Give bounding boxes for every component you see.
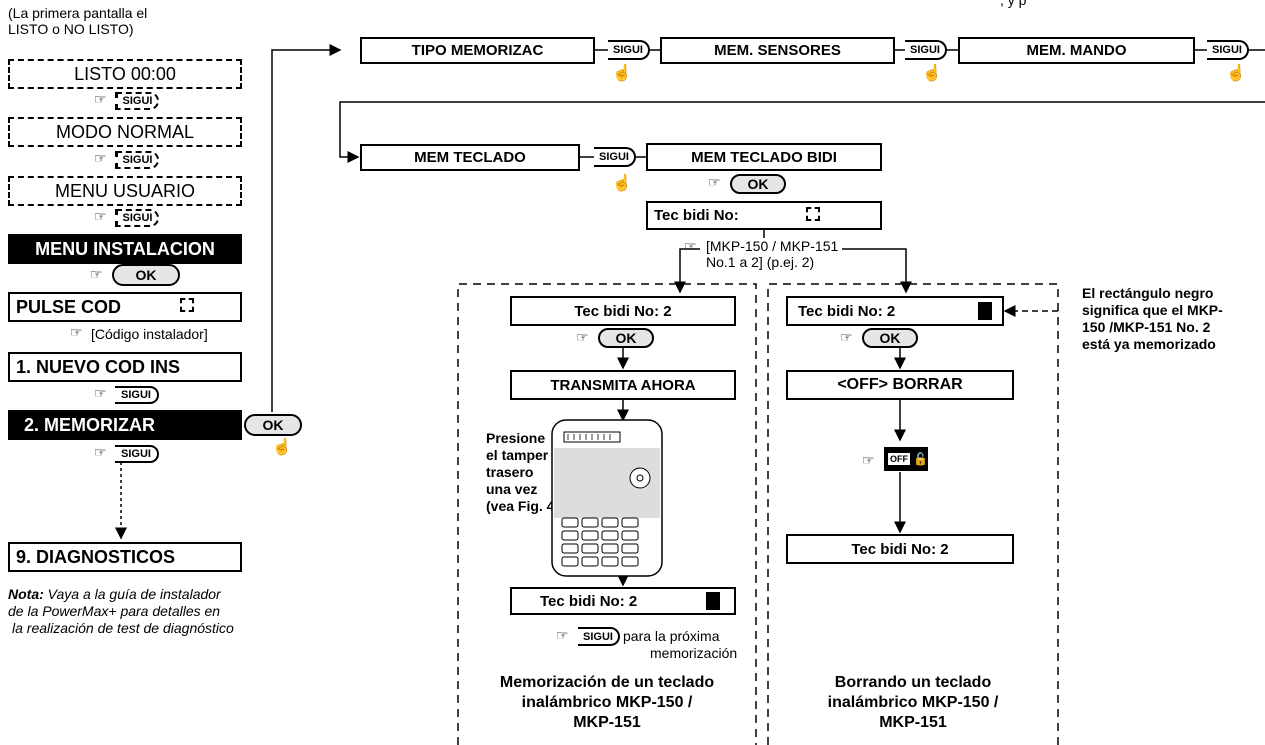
next-key[interactable]: SIGUI <box>115 151 159 169</box>
mem-teclado-box: MEM TECLADO <box>360 144 580 171</box>
side-note-line2: significa que el MKP- <box>1082 302 1223 318</box>
left-caption-line2: inalámbrico MKP-150 / <box>521 694 693 711</box>
tec-bidi-empty-box: Tec bidi No: <box>646 201 882 230</box>
branch-label-line2: No.1 a 2] (p.ej. 2) <box>706 254 815 270</box>
hand-pointer-icon: ☞ <box>684 238 697 254</box>
tec-bidi-box: Tec bidi No: 2 <box>510 296 736 326</box>
press-finger-icon: ☝ <box>612 175 632 192</box>
press-finger-icon: ☝ <box>272 439 292 456</box>
branch-label-line1: [MKP-150 / MKP-151 <box>706 238 839 254</box>
listo-display: LISTO 00:00 <box>8 59 242 89</box>
side-note-line3: 150 /MKP-151 No. 2 <box>1082 319 1211 335</box>
press-finger-icon: ☝ <box>1226 65 1246 82</box>
keypad-illustration <box>551 419 663 577</box>
tec-bidi-done-box: Tec bidi No: 2 <box>510 587 736 615</box>
next-key[interactable]: SIGUI <box>115 92 159 110</box>
next-text-line1: para la próxima <box>623 628 720 644</box>
memorized-indicator <box>706 592 720 610</box>
codigo-instalador-label: [Código instalador] <box>91 326 208 342</box>
mem-sensores-box: MEM. SENSORES <box>660 37 895 64</box>
hand-pointer-icon: ☞ <box>94 150 107 166</box>
tipo-memorizac-box: TIPO MEMORIZAC <box>360 37 595 64</box>
mem-mando-box: MEM. MANDO <box>958 37 1195 64</box>
transmita-ahora-box: TRANSMITA AHORA <box>510 370 736 400</box>
hand-pointer-icon: ☞ <box>708 174 721 190</box>
borrar-box: <OFF> BORRAR <box>786 370 1014 400</box>
side-note-line4: está ya memorizado <box>1082 336 1216 352</box>
hand-pointer-icon: ☞ <box>576 329 589 345</box>
press-text-line1: Presione <box>486 430 546 446</box>
intro-text-line2: LISTO o NO LISTO) <box>8 21 134 37</box>
note-line2: de la PowerMax+ para detalles en <box>8 603 221 619</box>
hand-pointer-icon: ☞ <box>556 627 569 643</box>
modo-normal-display: MODO NORMAL <box>8 117 242 147</box>
pulse-cod-label: PULSE COD <box>16 296 122 317</box>
memorized-indicator <box>978 302 992 320</box>
off-key-label: OFF <box>888 453 910 465</box>
next-key[interactable]: SIGUI <box>608 40 650 60</box>
intro-text-line1: (La primera pantalla el <box>8 5 148 21</box>
next-key[interactable]: SIGUI <box>578 627 620 646</box>
memorizar-display: 2. MEMORIZAR <box>8 410 242 440</box>
diagnosticos-display: 9. DIAGNOSTICOS <box>8 542 242 572</box>
ok-key[interactable]: OK <box>598 328 654 348</box>
pulse-cod-display: PULSE COD <box>8 292 242 322</box>
ok-key[interactable]: OK <box>862 328 918 348</box>
press-text-line2: el tamper <box>486 447 549 463</box>
next-key[interactable]: SIGUI <box>905 40 947 60</box>
left-caption-line3: MKP-151 <box>573 714 641 731</box>
next-key[interactable]: SIGUI <box>115 386 159 404</box>
cursor-placeholder-icon <box>806 207 820 221</box>
cut-top-text: , y p <box>1000 0 1027 8</box>
press-finger-icon: ☝ <box>612 65 632 82</box>
tec-bidi-right-box: Tec bidi No: 2 <box>786 296 1004 326</box>
hand-pointer-icon: ☞ <box>94 444 107 460</box>
hand-pointer-icon: ☞ <box>94 208 107 224</box>
press-text-line5: (vea Fig. 4) <box>486 498 560 514</box>
unlock-icon: 🔓 <box>913 452 928 466</box>
ok-key[interactable]: OK <box>244 414 302 436</box>
ok-key[interactable]: OK <box>112 264 180 286</box>
next-key[interactable]: SIGUI <box>115 445 159 463</box>
cursor-placeholder-icon <box>180 298 194 312</box>
menu-instalacion-display: MENU INSTALACION <box>8 234 242 264</box>
press-finger-icon: ☝ <box>922 65 942 82</box>
next-key[interactable]: SIGUI <box>594 147 636 167</box>
menu-usuario-display: MENU USUARIO <box>8 176 242 206</box>
hand-pointer-icon: ☞ <box>90 266 103 282</box>
note-line3: la realización de test de diagnóstico <box>12 620 234 636</box>
next-key[interactable]: SIGUI <box>115 209 159 227</box>
note-label: Nota: <box>8 586 44 602</box>
hand-pointer-icon: ☞ <box>862 452 875 468</box>
next-text-line2: memorización <box>650 645 738 661</box>
hand-pointer-icon: ☞ <box>94 91 107 107</box>
side-note-line1: El rectángulo negro <box>1082 285 1214 301</box>
tec-bidi-final-box: Tec bidi No: 2 <box>786 534 1014 564</box>
press-text-line4: una vez <box>486 481 538 497</box>
mem-teclado-bidi-box: MEM TECLADO BIDI <box>646 143 882 171</box>
right-caption-line2: inalámbrico MKP-150 / <box>827 694 999 711</box>
ok-key[interactable]: OK <box>730 174 786 194</box>
right-caption-line1: Borrando un teclado <box>834 674 992 691</box>
hand-pointer-icon: ☞ <box>70 324 83 340</box>
press-text-line3: trasero <box>486 464 534 480</box>
note-text: Vaya a la guía de instalador <box>43 586 221 602</box>
note-line1: Nota: Vaya a la guía de instalador <box>8 586 221 602</box>
hand-pointer-icon: ☞ <box>840 329 853 345</box>
nuevo-cod-display: 1. NUEVO COD INS <box>8 352 242 382</box>
hand-pointer-icon: ☞ <box>94 385 107 401</box>
off-key[interactable]: OFF 🔓 <box>884 447 928 471</box>
right-caption-line3: MKP-151 <box>879 714 947 731</box>
next-key[interactable]: SIGUI <box>1207 40 1249 60</box>
left-caption-line1: Memorización de un teclado <box>499 674 715 691</box>
